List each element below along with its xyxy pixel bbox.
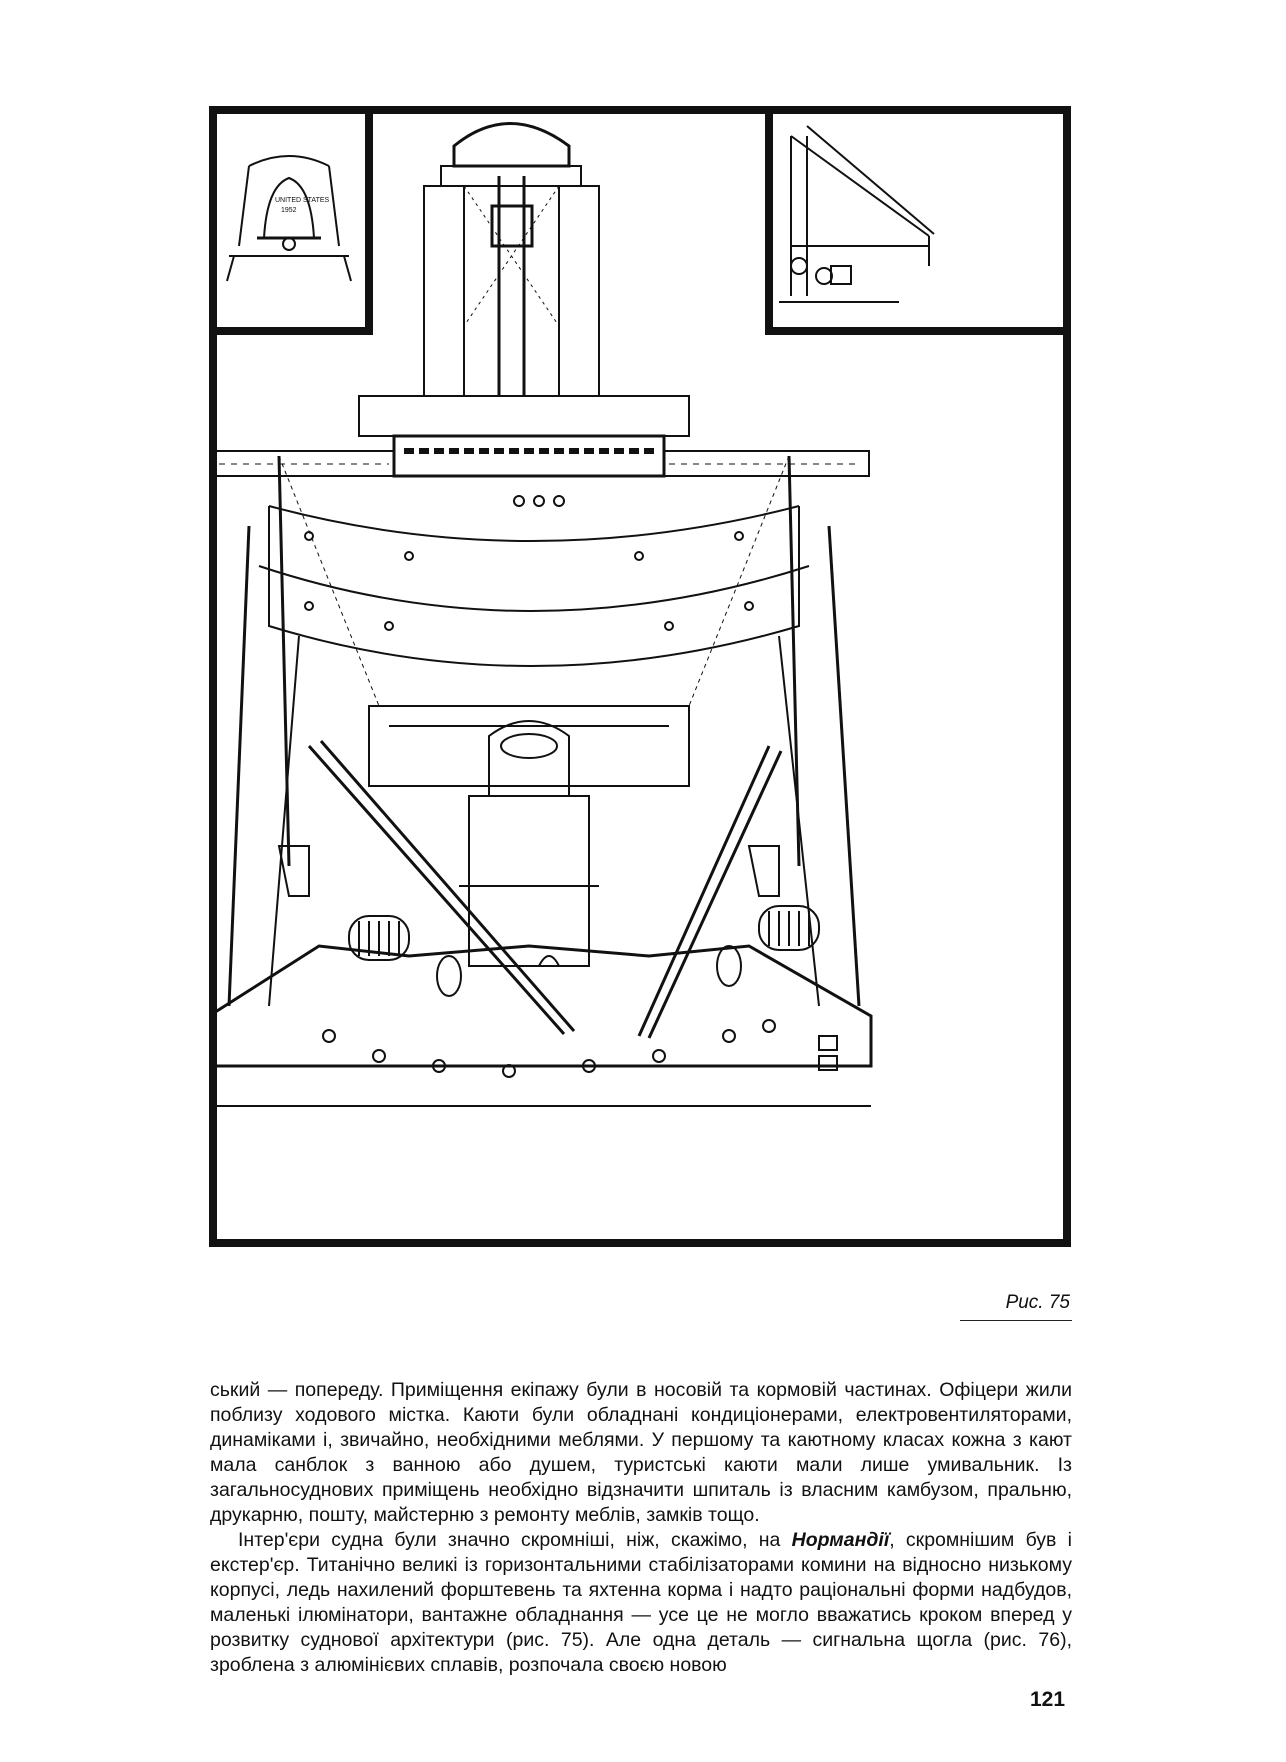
bridge: [209, 395, 870, 667]
paragraph-2: Інтер'єри судна були значно скромніші, н…: [210, 1528, 1072, 1678]
deck-machinery: [277, 705, 780, 967]
ship-name-emphasis: Нормандії: [791, 1529, 890, 1551]
bell-inscription-line-2: 1952: [281, 207, 297, 214]
winches: [348, 905, 820, 997]
page-number: 121: [1030, 1688, 1066, 1711]
paragraph-2-end: , скромнішим був і екстер'єр. Титанічно …: [210, 1529, 1072, 1676]
derrick-inset: [765, 110, 1067, 335]
bell-inset: UNITED STATES 1952: [213, 110, 373, 335]
body-text: ський — попереду. Приміщення екіпажу бул…: [210, 1378, 1072, 1678]
bell-inscription-line-1: UNITED STATES: [275, 197, 330, 204]
paragraph-1: ський — попереду. Приміщення екіпажу бул…: [210, 1379, 1072, 1526]
caption-rule: [960, 1320, 1072, 1321]
figure-caption: Рис. 75: [1005, 1292, 1070, 1313]
figure-frame: [209, 106, 1071, 1247]
paragraph-2-start: Інтер'єри судна були значно скромніші, н…: [238, 1529, 792, 1551]
funnel: [423, 122, 600, 397]
cargo-booms: [277, 455, 801, 1039]
ship-illustration: UNITED STATES 1952: [209, 106, 1071, 1247]
hull: [209, 525, 873, 1107]
